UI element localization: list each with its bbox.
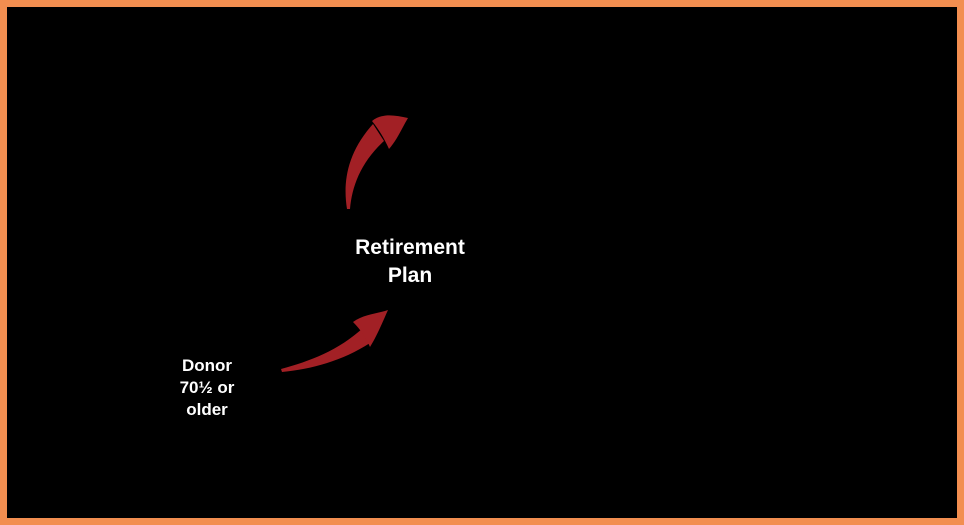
arrow-body bbox=[345, 124, 384, 209]
arrow-body bbox=[281, 327, 370, 372]
arrow-head bbox=[372, 115, 408, 149]
retirement-plan-label-line1: Retirement bbox=[355, 236, 465, 259]
donor-label-line3: older bbox=[186, 400, 228, 419]
donor-label-line2: 70½ or bbox=[179, 378, 235, 397]
donor-to-plan-curved-arrow-icon bbox=[281, 310, 388, 372]
plan-outflow-curved-arrow-icon bbox=[345, 115, 408, 209]
arrow-head bbox=[353, 310, 388, 347]
donor-label: Donor 70½ or older bbox=[147, 355, 267, 421]
retirement-plan-label: Retirement Plan bbox=[320, 234, 500, 290]
retirement-plan-label-line2: Plan bbox=[387, 264, 433, 287]
donor-label-line1: Donor bbox=[181, 356, 233, 375]
